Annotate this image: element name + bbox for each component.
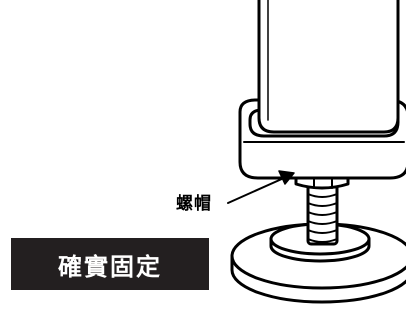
leader-arrow-icon — [227, 170, 295, 204]
title-banner-text: 確實固定 — [58, 252, 162, 281]
title-banner: 確實固定 — [11, 238, 209, 290]
leg-tube — [257, 0, 400, 134]
base-boss-side — [269, 237, 371, 263]
thread-lines — [307, 193, 338, 243]
nut-callout-label: 螺帽 — [176, 194, 212, 214]
